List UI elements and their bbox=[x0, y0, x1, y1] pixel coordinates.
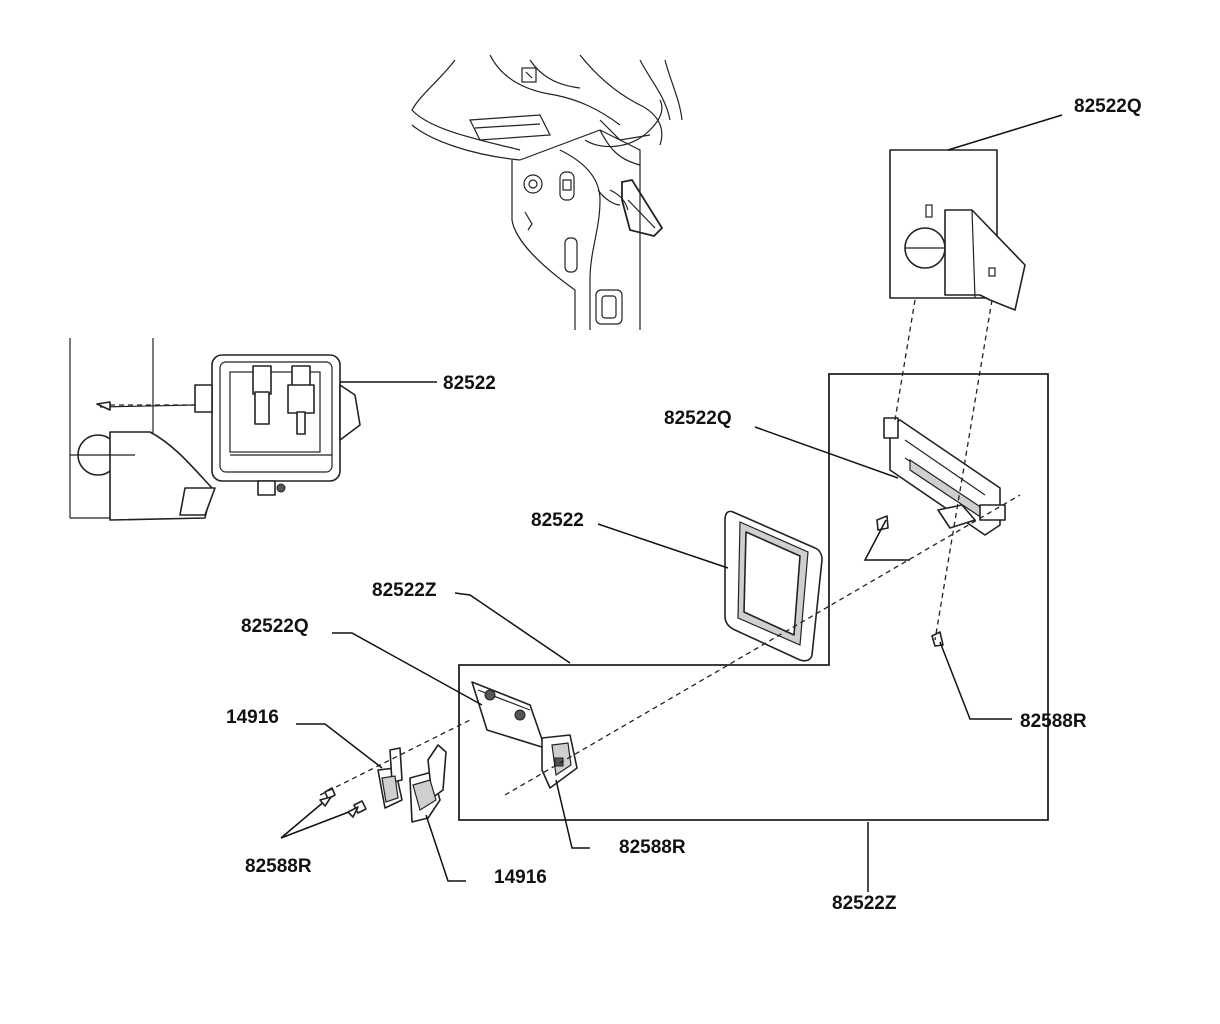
label-82588R-left: 82588R bbox=[245, 856, 312, 877]
label-82522Q-left: 82522Q bbox=[241, 616, 309, 637]
label-82522Q-mid: 82522Q bbox=[664, 408, 732, 429]
label-82588R-right: 82588R bbox=[1020, 711, 1087, 732]
label-82522Z-mid: 82522Z bbox=[372, 580, 437, 601]
assembly-boundary bbox=[458, 373, 1049, 821]
screw-upper bbox=[876, 515, 889, 531]
label-14916-bottom: 14916 bbox=[494, 867, 547, 888]
inset-detail-top-right bbox=[889, 149, 1026, 311]
alignment-line-top-left bbox=[894, 299, 916, 421]
ecu-module-82522 bbox=[724, 510, 823, 662]
label-82588R-center: 82588R bbox=[619, 837, 686, 858]
label-82522-mid: 82522 bbox=[531, 510, 584, 531]
alignment-line-main bbox=[504, 494, 1021, 796]
alignment-line-top-right bbox=[934, 299, 993, 641]
bracket-14916-a bbox=[377, 747, 403, 809]
inset-detail-left bbox=[69, 338, 361, 521]
label-14916-left: 14916 bbox=[226, 707, 279, 728]
bracket-14916-b bbox=[409, 744, 447, 823]
vehicle-body-structure bbox=[411, 54, 683, 330]
label-82522Q-top-right: 82522Q bbox=[1074, 96, 1142, 117]
alignment-line-left bbox=[319, 719, 471, 796]
bracket-82522Q-right bbox=[883, 417, 1006, 536]
nut-a bbox=[324, 787, 336, 800]
clip-82588R-center bbox=[541, 734, 578, 789]
bracket-82522Q-left bbox=[471, 681, 546, 749]
leader-lines bbox=[280, 114, 1063, 892]
label-82522-left: 82522 bbox=[443, 373, 496, 394]
label-82522Z-bottom: 82522Z bbox=[832, 893, 897, 914]
